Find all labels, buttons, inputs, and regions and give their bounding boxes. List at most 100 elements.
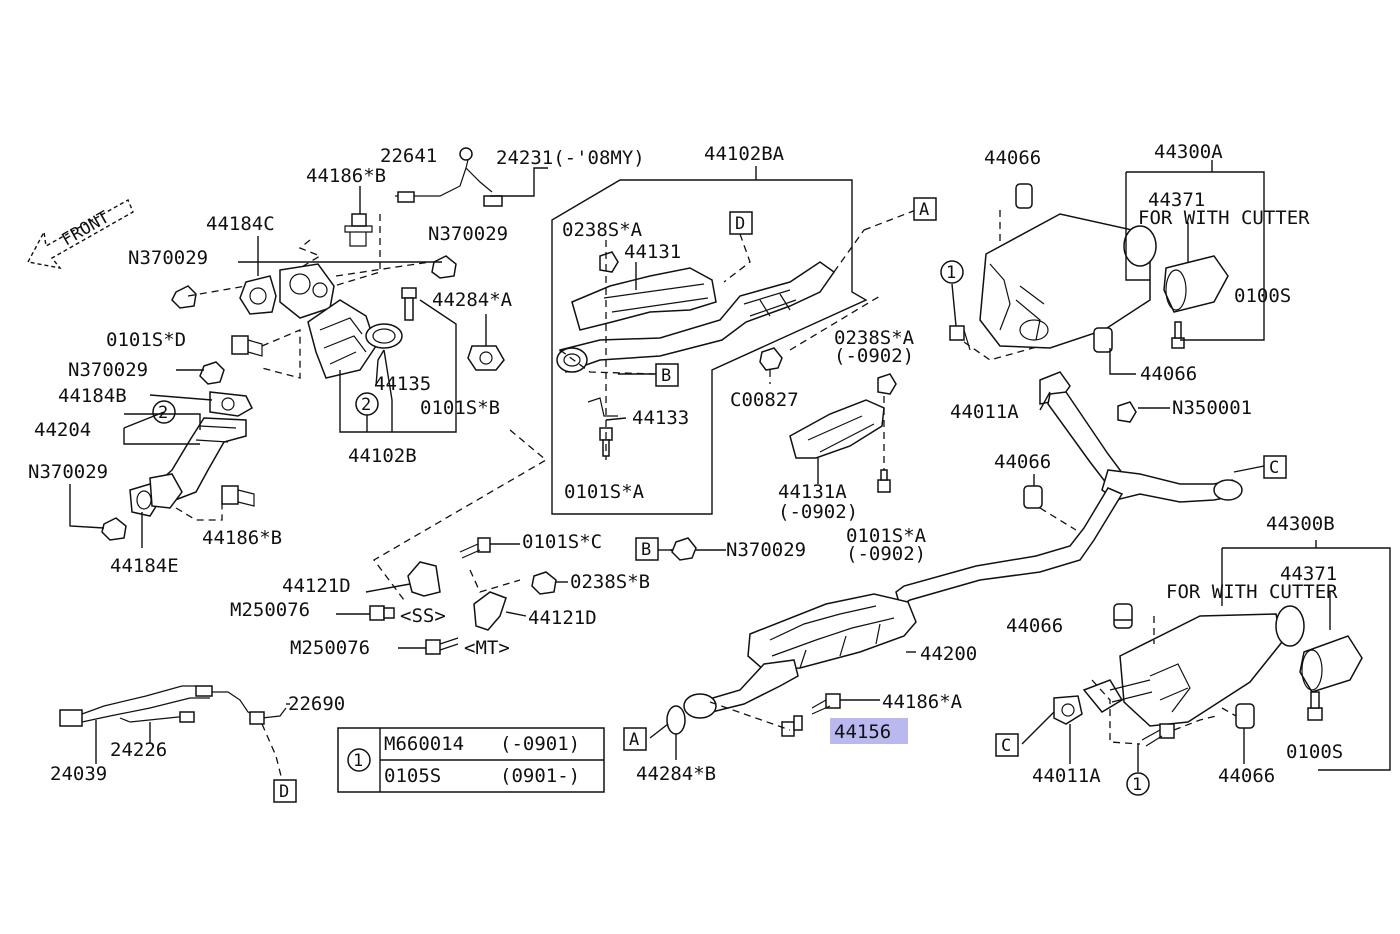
label-0902: (-0902) <box>834 345 914 367</box>
manifold-group: 2 2 <box>69 147 548 548</box>
label-24039: 24039 <box>50 763 107 785</box>
label-n370029: N370029 <box>68 359 148 381</box>
front-label: FRONT <box>59 207 113 250</box>
connector-icon <box>483 195 503 207</box>
nut-icon <box>877 373 897 395</box>
label-44131a: 44131A <box>778 481 847 503</box>
label-for-with-cutter: FOR WITH CUTTER <box>1166 581 1338 603</box>
callout-b-left: B <box>635 537 659 561</box>
label-0238sa: 0238S*A <box>562 219 643 241</box>
label-0902: (-0902) <box>846 543 926 565</box>
label-0238sb: 0238S*B <box>570 571 650 593</box>
tail-pipe-icon <box>1123 225 1157 267</box>
reference-table: 1 M660014 (-0901) 0105S (0901-) <box>337 727 605 793</box>
gasket-44284b-icon <box>666 705 686 735</box>
label-n370029: N370029 <box>428 223 508 245</box>
harness-24226-icon <box>179 711 195 723</box>
circle-ref-1: 1 <box>353 751 363 771</box>
hanger-44066-icon <box>1235 703 1255 729</box>
label-0101sb: 0101S*B <box>420 397 500 419</box>
label-44284a: 44284*A <box>432 289 513 311</box>
callout-c-low: C <box>995 733 1019 757</box>
cutter-44371-icon <box>1163 255 1229 313</box>
label-44011a: 44011A <box>950 401 1019 423</box>
label-44066: 44066 <box>984 147 1041 169</box>
label-0101sd: 0101S*D <box>106 329 186 351</box>
label-44371: 44371 <box>1148 189 1205 211</box>
label-0902: (-0902) <box>778 501 858 523</box>
bolt-icon <box>1141 723 1175 747</box>
cutter-44371-icon <box>1299 635 1363 693</box>
callout-a-low: A <box>623 727 647 751</box>
callout-d-mid: D <box>729 211 753 235</box>
bolt-icon <box>1307 691 1323 721</box>
heat-shield-44131-icon <box>571 267 717 331</box>
label-44121d: 44121D <box>282 575 351 597</box>
sensor-harness-group <box>59 685 290 781</box>
bolt-icon <box>401 287 417 321</box>
label-44066: 44066 <box>1218 765 1275 787</box>
bracket-mt-icon <box>473 591 507 631</box>
nut-icon <box>671 537 697 561</box>
circle-ref-2: 2 <box>361 395 371 415</box>
pipe-branch-icon <box>1101 469 1235 503</box>
bolt-icon <box>811 693 841 715</box>
flange-icon <box>683 693 717 719</box>
circle-ref-1: 1 <box>946 263 956 283</box>
label-44121d: 44121D <box>528 607 597 629</box>
bolt-icon <box>231 335 263 357</box>
front-arrow-icon: FRONT <box>26 199 134 270</box>
label-44156[interactable]: 44156 <box>834 721 891 743</box>
callout-a-top: A <box>913 197 937 221</box>
bolt-icon <box>369 605 395 621</box>
rear-muffler-a-group: 1 <box>940 160 1265 423</box>
label-44300a: 44300A <box>1154 141 1223 163</box>
label-44200: 44200 <box>920 643 977 665</box>
o2-sensor-wire <box>395 151 471 197</box>
hanger-44066-icon <box>1093 327 1113 353</box>
center-pipe-group <box>551 166 917 551</box>
bolt-icon <box>425 637 459 655</box>
label-44066: 44066 <box>994 451 1051 473</box>
label-n370029: N370029 <box>128 247 208 269</box>
label-0100s: 0100S <box>1286 741 1343 763</box>
table-row-range: (-0901) <box>500 733 580 755</box>
label-n350001: N350001 <box>1172 397 1252 419</box>
label-44184e: 44184E <box>110 555 179 577</box>
label-mt: <MT> <box>464 637 510 659</box>
bolt-icon <box>1171 321 1185 349</box>
label-44135: 44135 <box>374 373 431 395</box>
bolt-icon <box>949 325 971 351</box>
muffler-44300a-icon <box>979 213 1151 349</box>
svg-text:A: A <box>919 200 929 220</box>
label-44284b: 44284*B <box>636 763 716 785</box>
label-ss: <SS> <box>400 605 446 627</box>
inlet-pipe-icon <box>704 659 799 713</box>
label-44204: 44204 <box>34 419 91 441</box>
label-44300b: 44300B <box>1266 513 1335 535</box>
label-22690: 22690 <box>288 693 345 715</box>
main-pipe-icon <box>895 487 1124 608</box>
label-44184c: 44184C <box>206 213 275 235</box>
label-44131: 44131 <box>624 241 681 263</box>
label-44102b: 44102B <box>348 445 417 467</box>
svg-text:B: B <box>641 540 651 560</box>
label-44066: 44066 <box>1140 363 1197 385</box>
bracket-group <box>336 429 726 655</box>
label-44186b-low: 44186*B <box>202 527 282 549</box>
label-0101sa-2: 0101S*A <box>846 525 927 547</box>
gasket-44184b-icon <box>209 391 253 417</box>
label-n370029: N370029 <box>726 539 806 561</box>
svg-text:B: B <box>661 366 671 386</box>
label-24231: 24231(-'08MY) <box>496 147 645 169</box>
label-44133: 44133 <box>632 407 689 429</box>
nut-icon <box>171 285 197 309</box>
label-44371: 44371 <box>1280 563 1337 585</box>
callout-d-low: D <box>273 779 297 803</box>
svg-text:D: D <box>735 214 745 234</box>
tail-pipe-icon <box>1275 605 1305 647</box>
clip-icon <box>195 685 213 697</box>
y-pipe-group <box>649 391 1265 760</box>
nut-icon <box>101 517 127 541</box>
bracket-ss-icon <box>407 561 441 597</box>
